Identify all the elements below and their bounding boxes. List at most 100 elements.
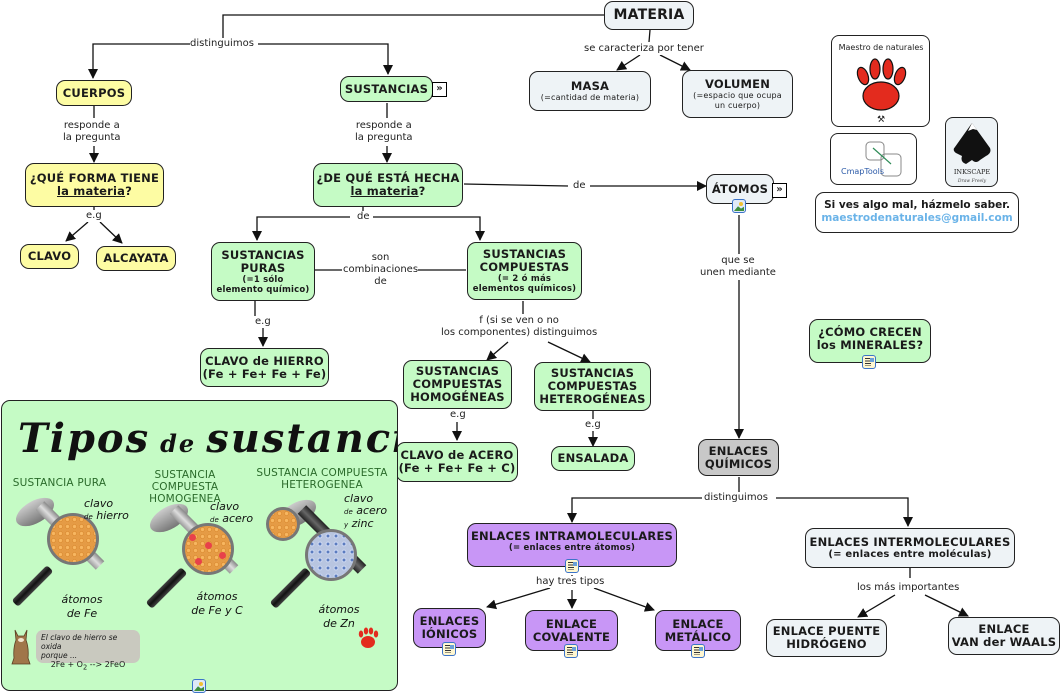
- inkscape-tagline: Draw Freely: [957, 178, 987, 184]
- contact-email-link[interactable]: maestrodenaturales@gmail.com: [821, 212, 1013, 224]
- concept-enlaces-line2: QUÍMICOS: [704, 456, 773, 471]
- tipos-sustancias-image[interactable]: Tiposdesustancias SUSTANCIA PURA clavo d…: [1, 400, 398, 691]
- link-to-intra: [567, 497, 702, 523]
- link-to-cuerpos: [88, 43, 190, 79]
- panel-title-c: sustancias: [206, 415, 397, 462]
- document-resource-icon[interactable]: [862, 355, 876, 369]
- concept-sustancias-compuestas[interactable]: SUSTANCIAS COMPUESTAS (= 2 ó más element…: [467, 242, 582, 300]
- maestro-naturales-logo[interactable]: Maestro de naturales ⚒: [831, 35, 930, 127]
- concept-intra-label: ENLACES INTRAMOLECULARES: [471, 529, 673, 543]
- concept-puente-line2: HIDRÓGENO: [786, 637, 867, 651]
- concept-heterogeneas[interactable]: SUSTANCIAS COMPUESTAS HETEROGÉNEAS: [534, 362, 651, 411]
- concept-metalico-line1: ENLACE: [672, 616, 724, 631]
- concept-de-que-esta-hecha[interactable]: ¿DE QUÉ ESTÁ HECHA la materia?: [313, 163, 463, 207]
- link-to-sustancias: [258, 43, 393, 75]
- link-label-eg-acero: e.g: [450, 409, 466, 421]
- link-label-caracteriza: se caracteriza por tener: [584, 43, 704, 55]
- link-to-masa: [616, 54, 641, 71]
- concept-enlaces-line1: ENLACES: [708, 443, 769, 458]
- concept-cuerpos-label: CUERPOS: [62, 85, 126, 100]
- concept-masa-label: MASA: [570, 78, 610, 93]
- paw-icon: Maestro de naturales ⚒: [839, 43, 924, 125]
- concept-que-forma[interactable]: ¿QUÉ FORMA TIENE la materia?: [25, 163, 164, 207]
- concept-hetero-line1: SUSTANCIAS: [550, 366, 635, 380]
- concept-vdw-line1: ENLACE: [978, 622, 1030, 636]
- link-label-distinguimos: distinguimos: [190, 38, 254, 50]
- concept-materia[interactable]: MATERIA: [604, 1, 694, 30]
- concept-van-der-waals[interactable]: ENLACE VAN der WAALS: [948, 617, 1060, 655]
- document-resource-icon[interactable]: [442, 642, 456, 656]
- concept-atomos[interactable]: ÁTOMOS: [706, 174, 774, 204]
- link-to-alcayata: [99, 221, 123, 244]
- concept-intermoleculares[interactable]: ENLACES INTERMOLECULARES (= enlaces entr…: [805, 528, 1015, 568]
- concept-puente-hidrogeno[interactable]: ENLACE PUENTE HIDRÓGENO: [766, 619, 887, 657]
- concept-metalico-line2: METÁLICO: [664, 629, 732, 644]
- concept-volumen[interactable]: VOLUMEN (=espacio que ocupa un cuerpo): [682, 70, 793, 118]
- link-materia-distinguimos: [222, 14, 604, 44]
- cmaptools-logo[interactable]: CmapTools: [830, 133, 917, 185]
- magnifier-zn-atoms: [305, 529, 357, 581]
- cmaptools-icon: CmapTools: [841, 141, 902, 177]
- concept-sustancias-puras[interactable]: SUSTANCIAS PURAS (=1 sólo elemento quími…: [211, 242, 315, 301]
- expand-atomos-icon[interactable]: »: [772, 183, 787, 198]
- concept-ionicos-line1: ENLACES: [419, 614, 480, 628]
- concept-de-que-line2: la materia?: [351, 185, 426, 198]
- magnifier-fe-atoms: [47, 513, 99, 565]
- concept-ensalada-label: ENSALADA: [557, 451, 629, 465]
- panel-title: Tiposdesustancias: [18, 415, 397, 462]
- concept-materia-label: MATERIA: [613, 7, 685, 23]
- inkscape-logo[interactable]: INKSCAPE Draw Freely: [945, 117, 998, 187]
- link-to-compuestas: [373, 216, 485, 241]
- panel-title-b: de: [160, 429, 197, 458]
- concept-sustancias[interactable]: SUSTANCIAS: [340, 76, 433, 102]
- concept-clavo-acero[interactable]: CLAVO de ACERO (Fe + Fe+ Fe + C): [396, 442, 518, 482]
- document-resource-icon[interactable]: [564, 644, 578, 658]
- concept-inter-sub: (= enlaces entre moléculas): [828, 548, 992, 560]
- concept-ensalada[interactable]: ENSALADA: [551, 446, 635, 471]
- concept-hetero-line3: HETEROGÉNEAS: [539, 392, 646, 406]
- expand-sustancias-icon[interactable]: »: [432, 82, 447, 97]
- concept-masa[interactable]: MASA (=cantidad de materia): [529, 71, 651, 111]
- concept-volumen-sub2: un cuerpo): [714, 100, 761, 110]
- image-resource-icon[interactable]: [192, 679, 206, 693]
- concept-cuerpos[interactable]: CUERPOS: [56, 80, 132, 106]
- concept-puente-line1: ENLACE PUENTE: [772, 624, 881, 638]
- concept-minerales-line1: ¿CÓMO CRECEN: [818, 325, 922, 339]
- dog-icon: [11, 629, 31, 665]
- concept-puras-line1: SUSTANCIAS: [221, 247, 305, 262]
- link-to-puras: [252, 216, 350, 241]
- link-label-hay-tres: hay tres tipos: [536, 576, 605, 588]
- concept-puras-line2: PURAS: [240, 260, 286, 275]
- concept-alcayata-label: ALCAYATA: [103, 251, 169, 265]
- logo-arc-text: Maestro de naturales: [839, 43, 924, 52]
- hand-label-acero: clavo de acero: [210, 500, 254, 525]
- concept-alcayata[interactable]: ALCAYATA: [96, 246, 176, 271]
- concept-clavo-hierro-line2: (Fe + Fe+ Fe + Fe): [202, 366, 327, 381]
- link-label-mas-importantes: los más importantes: [857, 582, 960, 594]
- concept-enlaces-quimicos[interactable]: ENLACES QUÍMICOS: [698, 439, 779, 476]
- concept-ionicos-line2: IÓNICOS: [421, 627, 478, 641]
- concept-vdw-line2: VAN der WAALS: [951, 635, 1057, 649]
- question-mark: ?: [125, 184, 132, 198]
- concept-ionicos[interactable]: ENLACES IÓNICOS: [413, 608, 486, 648]
- magnifier-fe-c-atoms: [182, 523, 234, 575]
- link-to-vdw: [924, 594, 969, 617]
- contact-box: Si ves algo mal, házmelo saber. maestrod…: [815, 192, 1019, 233]
- link-materia-caracteriza: [648, 29, 651, 43]
- link-label-de-atomos: de: [573, 180, 586, 192]
- document-resource-icon[interactable]: [691, 644, 705, 658]
- image-resource-icon[interactable]: [732, 199, 746, 213]
- concept-clavo[interactable]: CLAVO: [20, 244, 79, 269]
- concept-clavo-hierro[interactable]: CLAVO de HIERRO (Fe + Fe+ Fe + Fe): [200, 348, 329, 387]
- concept-puras-sub1: (=1 sólo: [242, 274, 284, 285]
- concept-inter-label: ENLACES INTERMOLECULARES: [809, 534, 1011, 549]
- concept-sustancias-label: SUSTANCIAS: [344, 81, 429, 96]
- link-label-de-sustancias: de: [357, 211, 370, 223]
- svg-text:⚒: ⚒: [877, 115, 885, 125]
- concept-homogeneas[interactable]: SUSTANCIAS COMPUESTAS HOMOGÉNEAS: [403, 360, 512, 409]
- document-resource-icon[interactable]: [565, 559, 579, 573]
